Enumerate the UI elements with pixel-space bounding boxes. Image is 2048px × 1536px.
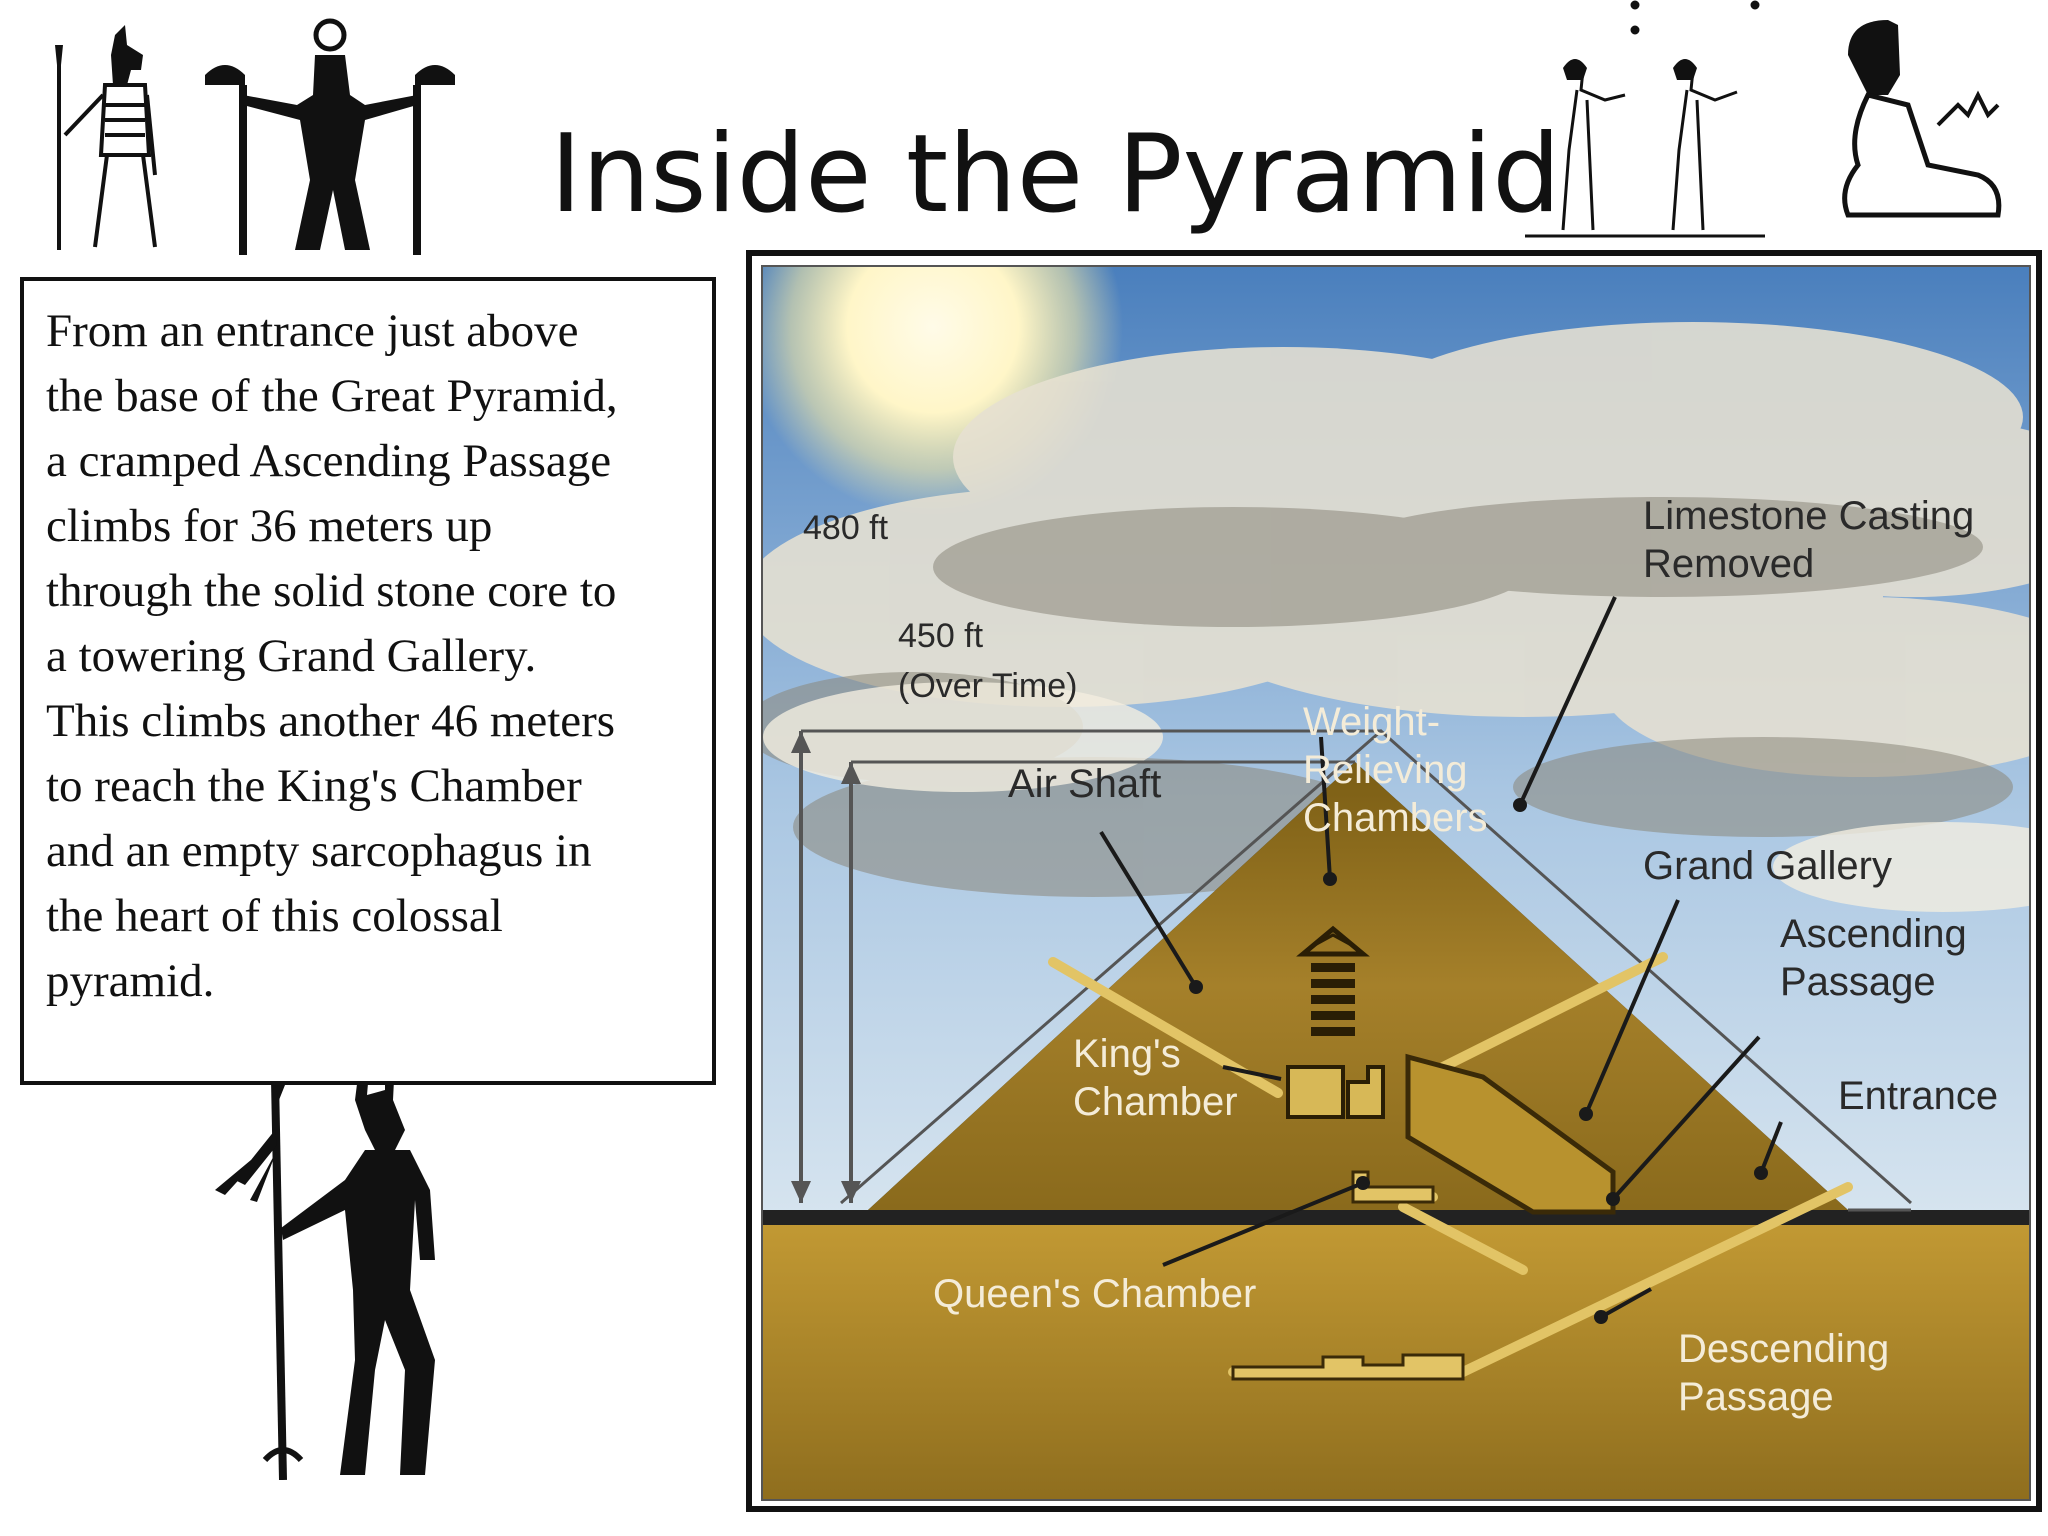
description-line: through the solid stone core to bbox=[46, 565, 617, 617]
height-current-note: (Over Time) bbox=[898, 667, 1077, 705]
page-title: Inside the Pyramid bbox=[550, 112, 1561, 237]
description-line: the heart of this colossal bbox=[46, 890, 503, 942]
limestone-label-2: Removed bbox=[1643, 542, 1814, 586]
ascending-passage-label-1: Ascending bbox=[1780, 912, 1967, 956]
kneeling-figure-icon bbox=[1842, 20, 2002, 218]
description-line: climbs for 36 meters up bbox=[46, 500, 493, 552]
description-line: and an empty sarcophagus in bbox=[46, 825, 592, 877]
weight-relieving-label-1: Weight- bbox=[1303, 700, 1440, 744]
anubis-figure-icon bbox=[55, 25, 157, 250]
description-line: From an entrance just above bbox=[46, 305, 579, 357]
description-line: pyramid. bbox=[46, 955, 215, 1007]
description-line: the base of the Great Pyramid, bbox=[46, 370, 618, 422]
description-box: From an entrance just above the base of … bbox=[20, 277, 716, 1085]
ra-with-poles-icon bbox=[205, 18, 455, 255]
kings-chamber-label-2: Chamber bbox=[1073, 1080, 1238, 1124]
pyramid-diagram-frame: 480 ft 450 ft (Over Time) Air Shaft Weig… bbox=[746, 250, 2042, 1512]
height-current-label: 450 ft bbox=[898, 617, 984, 655]
descending-passage-label-2: Passage bbox=[1678, 1375, 1834, 1419]
ascending-passage-label-2: Passage bbox=[1780, 960, 1936, 1004]
offering-women-icon bbox=[1525, 0, 1765, 238]
limestone-label-1: Limestone Casting bbox=[1643, 494, 1974, 538]
grand-gallery-label: Grand Gallery bbox=[1643, 844, 1892, 888]
air-shaft-label: Air Shaft bbox=[1008, 762, 1161, 806]
set-figure-icon bbox=[215, 1060, 435, 1480]
description-line: a cramped Ascending Passage bbox=[46, 435, 612, 487]
descending-passage-label-1: Descending bbox=[1678, 1327, 1889, 1371]
kings-chamber-label-1: King's bbox=[1073, 1032, 1181, 1076]
weight-relieving-label-2: Relieving bbox=[1303, 748, 1468, 792]
description-line: a towering Grand Gallery. bbox=[46, 630, 537, 682]
pyramid-diagram-svg: 480 ft 450 ft (Over Time) Air Shaft Weig… bbox=[763, 267, 2029, 1499]
entrance-label: Entrance bbox=[1838, 1074, 1998, 1118]
description-line: This climbs another 46 meters bbox=[46, 695, 616, 747]
pyramid-diagram: 480 ft 450 ft (Over Time) Air Shaft Weig… bbox=[761, 265, 2031, 1501]
height-original-label: 480 ft bbox=[803, 509, 889, 547]
queens-chamber-label: Queen's Chamber bbox=[933, 1272, 1256, 1316]
description-line: to reach the King's Chamber bbox=[46, 760, 582, 812]
weight-relieving-label-3: Chambers bbox=[1303, 796, 1488, 840]
